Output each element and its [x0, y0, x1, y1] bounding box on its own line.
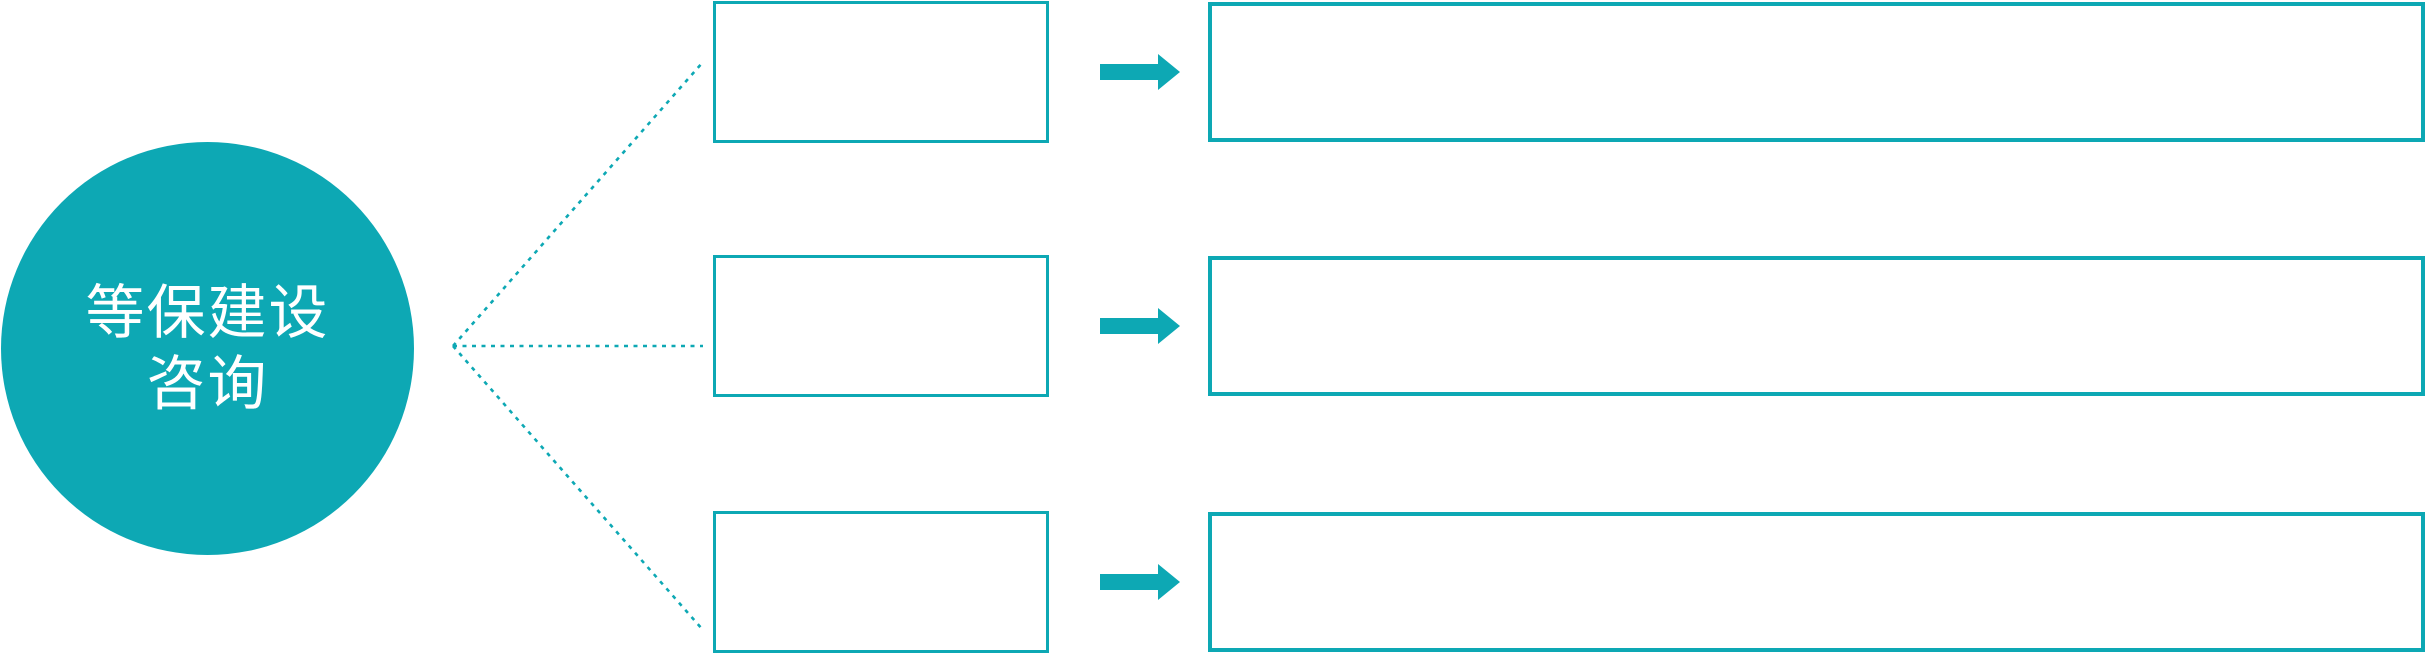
topic-circle-label-line1: 等保建设: [85, 279, 330, 346]
detail-box: [1208, 512, 2425, 652]
diagram-row: [0, 1, 2434, 143]
detail-box: [1208, 2, 2425, 142]
topic-circle: 等保建设 咨询: [1, 142, 414, 555]
detail-box: [1208, 256, 2425, 396]
arrow-right-icon: [1100, 564, 1180, 600]
category-box: [713, 1, 1049, 143]
category-box: [713, 255, 1049, 397]
diagram-row: [0, 255, 2434, 397]
category-box: [713, 511, 1049, 653]
diagram-row: [0, 511, 2434, 653]
arrow-right-icon: [1100, 308, 1180, 344]
topic-circle-label-line2: 咨询: [146, 350, 269, 417]
arrow-right-icon: [1100, 54, 1180, 90]
